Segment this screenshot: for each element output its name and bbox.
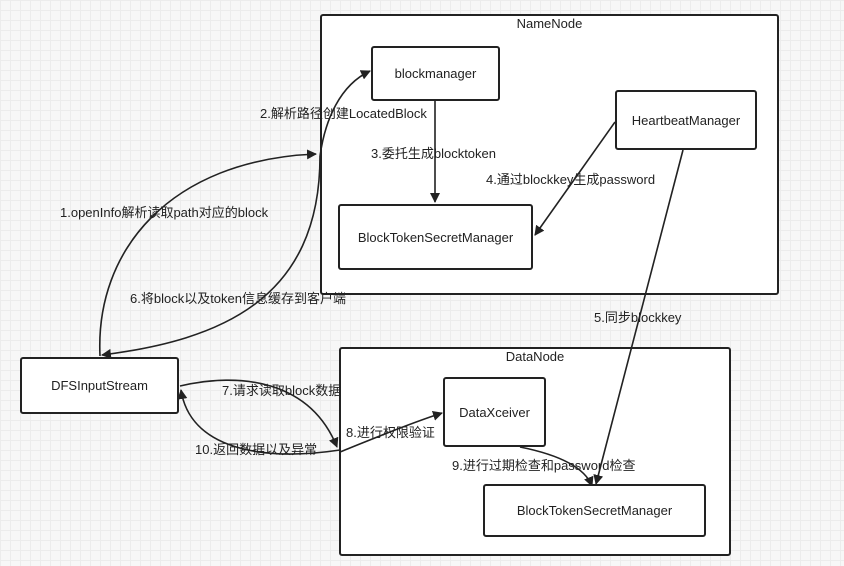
edge-4	[534, 121, 616, 236]
edge-10-label: 10.返回数据以及异常	[195, 442, 318, 457]
heartbeat-manager-node[interactable]: HeartbeatManager	[615, 90, 757, 150]
namenode-block-token-secret-manager-node[interactable]: BlockTokenSecretManager	[338, 204, 533, 270]
edge-6-label: 6.将block以及token信息缓存到客户端	[130, 291, 346, 306]
edge-7	[179, 379, 339, 448]
data-xceiver-node[interactable]: DataXceiver	[443, 377, 546, 447]
edge-2-label: 2.解析路径创建LocatedBlock	[260, 106, 427, 121]
edge-5	[593, 149, 684, 485]
edge-2	[319, 70, 371, 157]
edge-9-label: 9.进行过期检查和password检查	[452, 458, 636, 473]
edge-4-label: 4.通过blockkey生成password	[486, 172, 656, 187]
edge-1	[99, 149, 317, 357]
edge-10	[177, 389, 341, 455]
edge-8	[339, 411, 443, 453]
datanode-block-token-secret-manager-node[interactable]: BlockTokenSecretManager	[483, 484, 706, 537]
datanode-title: DataNode	[505, 349, 565, 364]
namenode-title: NameNode	[516, 16, 583, 31]
edge-6	[101, 155, 321, 359]
dfs-input-stream-node[interactable]: DFSInputStream	[20, 357, 179, 414]
edge-9	[519, 446, 594, 487]
blockmanager-node[interactable]: blockmanager	[371, 46, 500, 101]
edge-7-label: 7.请求读取block数据	[222, 383, 342, 398]
edge-3-label: 3.委托生成blocktoken	[371, 146, 496, 161]
edge-8-label: 8.进行权限验证	[346, 425, 435, 440]
edge-1-label: 1.openInfo解析读取path对应的block	[60, 205, 269, 220]
edge-5-label: 5.同步blockkey	[594, 310, 682, 325]
